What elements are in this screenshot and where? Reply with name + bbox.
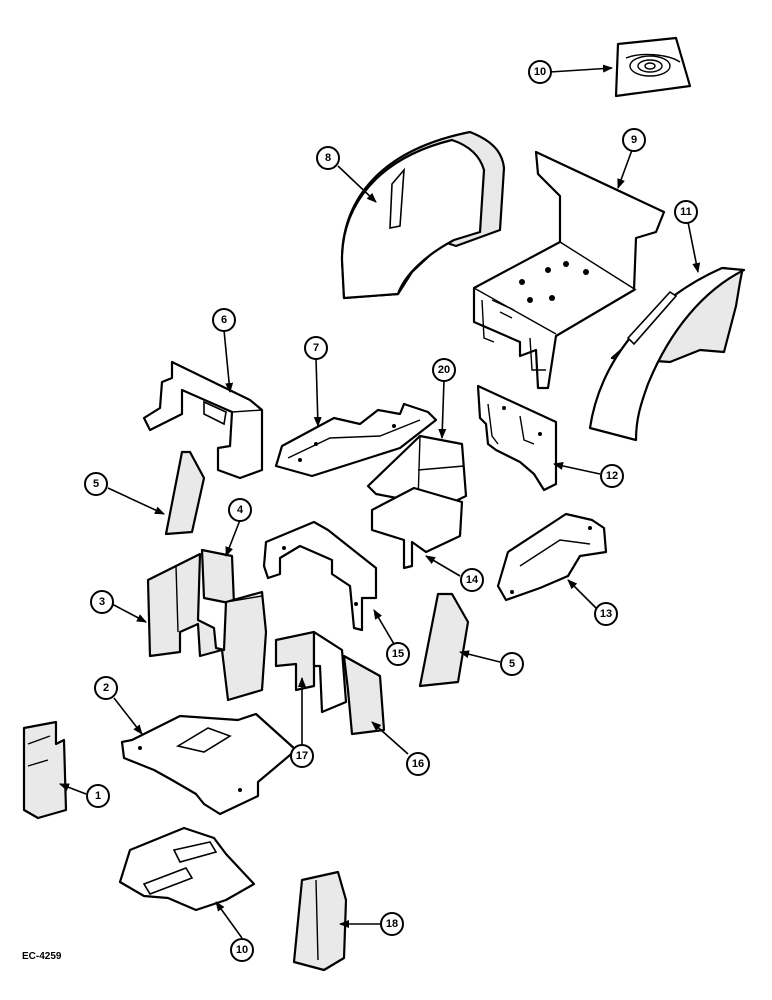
callout-5a: 5 [84, 472, 108, 496]
part-8-left-fender [340, 130, 506, 300]
part-16-lower-panel [342, 654, 386, 736]
leader-20 [438, 379, 447, 439]
part-9-platform-pan [472, 150, 666, 390]
svg-text:20: 20 [438, 364, 450, 376]
callout-9: 9 [622, 128, 646, 152]
svg-text:3: 3 [99, 596, 105, 608]
part-10-floor-mat [118, 826, 256, 912]
part-4-side-panel [200, 548, 236, 606]
leader-11 [687, 221, 701, 273]
leader-2 [113, 697, 143, 735]
svg-text:12: 12 [606, 470, 618, 482]
svg-text:10: 10 [534, 66, 546, 78]
svg-text:18: 18 [386, 918, 398, 930]
callout-4: 4 [228, 498, 252, 522]
callout-12: 12 [600, 464, 624, 488]
part-12-side-plate [476, 384, 558, 492]
part-1-small-panel [22, 720, 68, 820]
part-3-front-panel [146, 552, 268, 702]
callout-13: 13 [594, 602, 618, 626]
callout-10a: 10 [528, 60, 552, 84]
callout-3: 3 [90, 590, 114, 614]
svg-text:6: 6 [221, 314, 227, 326]
leader-1 [59, 783, 87, 795]
leader-6 [223, 329, 234, 393]
part-2-floor-mat [120, 712, 298, 816]
leader-14 [425, 555, 461, 577]
leader-3 [111, 603, 147, 623]
part-5-triangle-right [418, 592, 470, 688]
svg-text:13: 13 [600, 608, 612, 620]
callout-15: 15 [386, 642, 410, 666]
svg-text:14: 14 [466, 574, 479, 586]
leader-10b [215, 901, 243, 939]
leader-5a [107, 487, 165, 515]
callout-2: 2 [94, 676, 118, 700]
part-18-small-panel [292, 870, 348, 972]
svg-text:8: 8 [325, 152, 331, 164]
svg-text:5: 5 [509, 658, 515, 670]
callout-1: 1 [86, 784, 110, 808]
svg-text:4: 4 [237, 504, 244, 516]
part-6-bracket [142, 360, 264, 480]
svg-text:2: 2 [103, 682, 109, 694]
svg-text:15: 15 [392, 648, 404, 660]
part-5-triangle-left [164, 450, 206, 536]
callout-6: 6 [212, 308, 236, 332]
part-13-floor-plate-right [496, 512, 608, 602]
callouts: 10 8 9 11 6 7 20 12 5 4 3 14 13 15 5 17 … [84, 60, 698, 962]
svg-text:1: 1 [95, 790, 101, 802]
svg-text:16: 16 [412, 758, 424, 770]
leader-9 [617, 149, 633, 189]
leader-12 [553, 462, 601, 475]
part-17-lower-panel [274, 630, 348, 714]
callout-18: 18 [380, 912, 404, 936]
callout-20: 20 [432, 358, 456, 382]
svg-text:5: 5 [93, 478, 99, 490]
leader-8 [337, 165, 377, 203]
reference-code: EC-4259 [22, 951, 62, 962]
svg-text:11: 11 [680, 206, 692, 218]
part-15-bracket [262, 520, 378, 632]
callout-16: 16 [406, 752, 430, 776]
leader-16 [371, 721, 409, 755]
leader-5b [459, 650, 501, 663]
callout-8: 8 [316, 146, 340, 170]
part-20-console-cover [366, 434, 468, 570]
callout-5b: 5 [500, 652, 524, 676]
leader-10a [549, 64, 613, 73]
leader-15 [373, 609, 395, 645]
part-11-right-fender [588, 266, 746, 442]
leader-7 [313, 357, 322, 427]
callout-10b: 10 [230, 938, 254, 962]
part-7-floor-plate [274, 402, 438, 478]
callout-11: 11 [674, 200, 698, 224]
leader-4 [225, 519, 241, 557]
svg-text:7: 7 [313, 342, 319, 354]
leader-lines [59, 64, 701, 939]
leader-13 [567, 579, 597, 609]
svg-text:17: 17 [296, 750, 308, 762]
callout-7: 7 [304, 336, 328, 360]
callout-14: 14 [460, 568, 484, 592]
svg-text:9: 9 [631, 134, 637, 146]
svg-text:10: 10 [236, 944, 248, 956]
part-10-emblem [614, 36, 692, 98]
callout-17: 17 [290, 744, 314, 768]
